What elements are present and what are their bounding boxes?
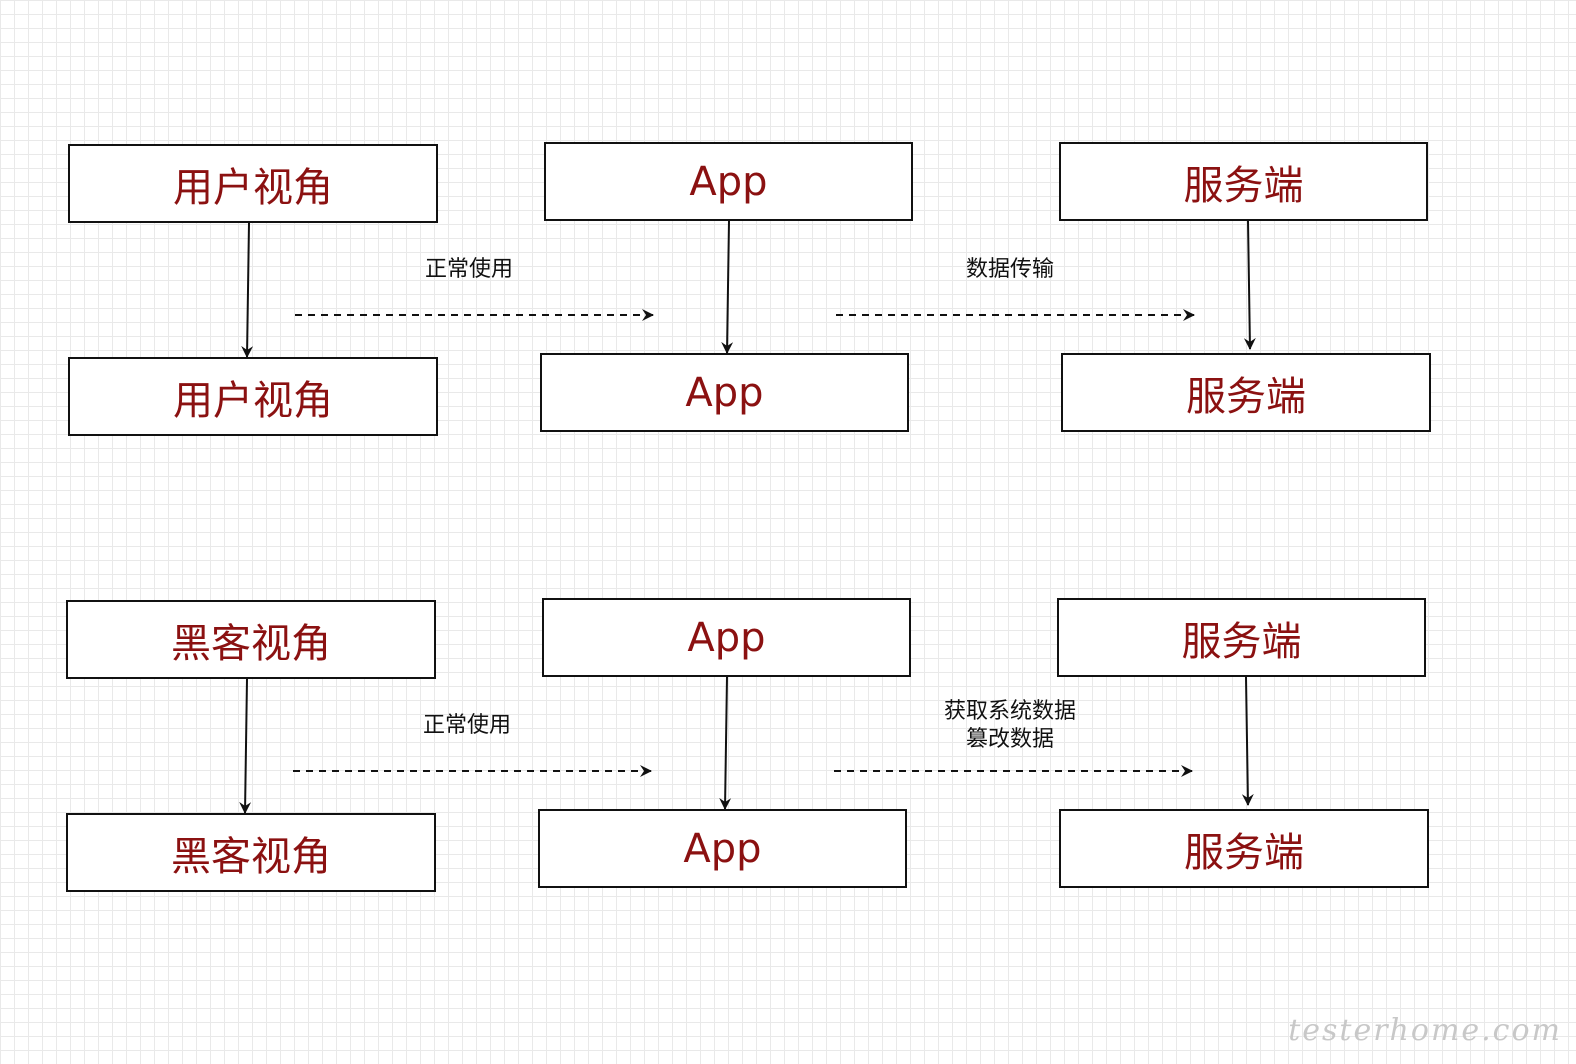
arrow-app-row2	[719, 676, 732, 810]
hack-action-label: 获取系统数据 篡改数据	[890, 698, 1130, 754]
watermark: testerhome.com	[1288, 1013, 1562, 1048]
server-box-top-row2: 服务端	[1057, 598, 1426, 677]
server-box-top-row1: 服务端	[1059, 142, 1428, 221]
hack-action-label-line-2: 篡改数据	[965, 727, 1054, 752]
hacker-perspective-box-bottom: 黑客视角	[66, 813, 436, 892]
data-transfer-label-line: 数据传输	[965, 257, 1054, 282]
hack-action-label-line-1: 获取系统数据	[943, 699, 1076, 724]
app-box-top-row1: App	[544, 142, 913, 221]
app-box-bottom-row1: App	[540, 353, 909, 432]
server-box-bottom-row1: 服务端	[1061, 353, 1431, 432]
data-transfer-label: 数据传输	[910, 256, 1110, 284]
arrow-server-row2	[1241, 676, 1254, 806]
arrow-hacker-row2	[239, 678, 252, 814]
user-perspective-box-bottom: 用户视角	[68, 357, 438, 436]
user-perspective-box-top: 用户视角	[68, 144, 438, 223]
app-box-bottom-row2: App	[538, 809, 907, 888]
arrow-app-row1	[721, 220, 734, 354]
hacker-perspective-box-top: 黑客视角	[66, 600, 436, 679]
normal-use-label-row1: 正常使用	[369, 256, 569, 284]
server-box-bottom-row2: 服务端	[1059, 809, 1429, 888]
arrow-user-row1	[241, 222, 254, 358]
normal-use-label-line: 正常使用	[422, 713, 511, 738]
normal-use-label-line: 正常使用	[424, 257, 513, 282]
app-box-top-row2: App	[542, 598, 911, 677]
arrow-server-row1	[1243, 220, 1256, 350]
normal-use-label-row2: 正常使用	[367, 712, 567, 740]
